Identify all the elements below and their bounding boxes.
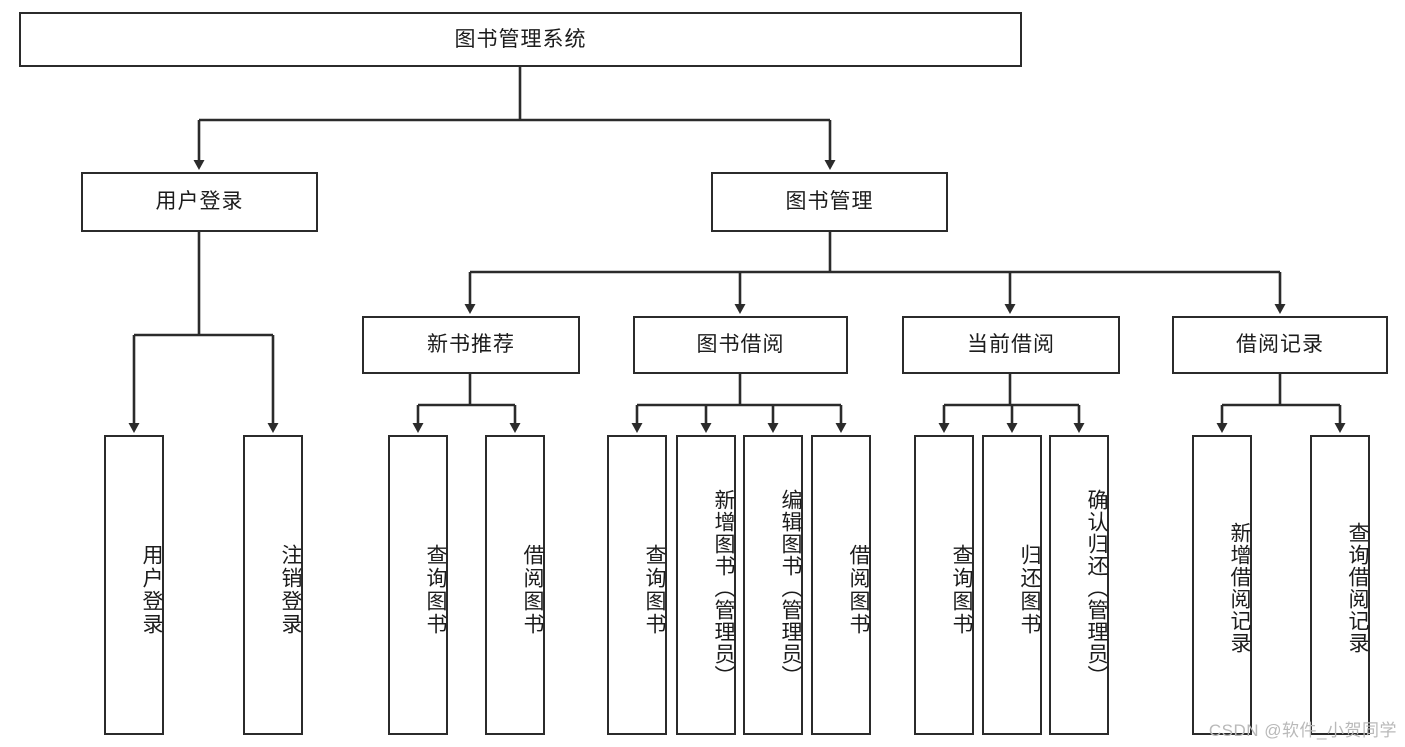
leaf-confirm-return[interactable]: 确认归还（管理员） <box>1049 435 1109 735</box>
node-book-borrow[interactable]: 图书借阅 <box>633 316 848 374</box>
node-borrow-record[interactable]: 借阅记录 <box>1172 316 1388 374</box>
leaf-query-book-rec[interactable]: 查询图书 <box>388 435 448 735</box>
leaf-logout[interactable]: 注销登录 <box>243 435 303 735</box>
watermark: CSDN @软件_小贺同学 <box>1208 721 1397 740</box>
node-new-book-recommend[interactable]: 新书推荐 <box>362 316 580 374</box>
leaf-query-record[interactable]: 查询借阅记录 <box>1310 435 1370 735</box>
node-current-borrow[interactable]: 当前借阅 <box>902 316 1120 374</box>
leaf-user-login[interactable]: 用户登录 <box>104 435 164 735</box>
leaf-add-record[interactable]: 新增借阅记录 <box>1192 435 1252 735</box>
node-book-manage[interactable]: 图书管理 <box>711 172 948 232</box>
leaf-add-book[interactable]: 新增图书（管理员） <box>676 435 736 735</box>
leaf-edit-book[interactable]: 编辑图书（管理员） <box>743 435 803 735</box>
leaf-query-book-cur[interactable]: 查询图书 <box>914 435 974 735</box>
leaf-return-book[interactable]: 归还图书 <box>982 435 1042 735</box>
node-root[interactable]: 图书管理系统 <box>19 12 1022 67</box>
node-user-login[interactable]: 用户登录 <box>81 172 318 232</box>
leaf-query-book-borrow[interactable]: 查询图书 <box>607 435 667 735</box>
leaf-borrow-book-rec[interactable]: 借阅图书 <box>485 435 545 735</box>
leaf-borrow-book[interactable]: 借阅图书 <box>811 435 871 735</box>
